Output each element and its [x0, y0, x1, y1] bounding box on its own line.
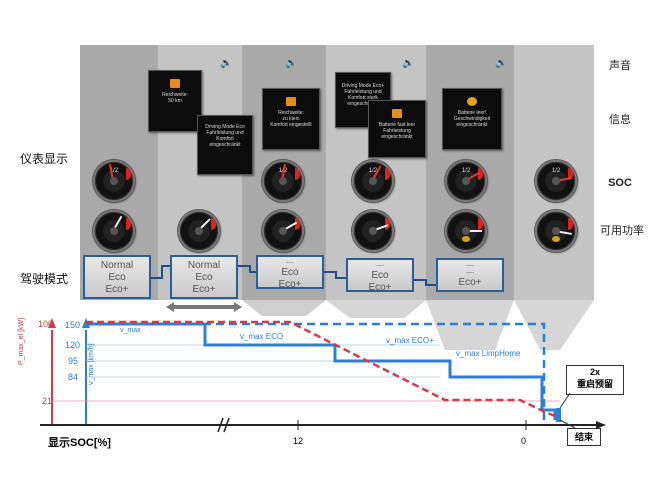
- p-axis-arrow: [48, 318, 56, 328]
- end-callout: 结束: [567, 428, 601, 446]
- speaker-icon: 🔈: [402, 58, 415, 69]
- mode-box-5: --------Eco+: [436, 258, 504, 292]
- warning-icon: [467, 97, 477, 106]
- label-soc: SOC: [608, 177, 632, 189]
- speaker-icon: 🔈: [220, 58, 233, 69]
- power-gauge: [535, 210, 577, 252]
- label-power: 可用功率: [600, 225, 644, 237]
- power-gauge: [445, 210, 487, 252]
- power-gauge: [93, 210, 135, 252]
- message-battery-empty: Batterie leer! Geschwindigkeit eingeschr…: [442, 88, 502, 150]
- soc-gauge: 1/2: [445, 160, 487, 202]
- v-tick-84: 84: [68, 372, 79, 382]
- fuel-warning-icon: [286, 97, 296, 106]
- power-curve: [86, 320, 561, 420]
- soc-tick-12: 12: [293, 436, 304, 446]
- message-battery-low: Batterie fast leer Fahrleistung eingesch…: [368, 100, 426, 158]
- v-tick-95: 95: [68, 356, 79, 366]
- axis-break: [217, 417, 230, 433]
- vmax-normal-curve: [86, 322, 546, 420]
- mode-connector: [151, 265, 170, 279]
- curve-label-ecoplus: v_max ECO+: [386, 336, 434, 345]
- message-eco-mode: Driving Mode Eco Fahrleistung und Komfor…: [197, 115, 253, 175]
- p-tick-21: 21: [42, 396, 53, 406]
- message-range-low: Reichweite: zu klein Komfort eingestellt: [262, 88, 320, 150]
- label-dashboard: 仪表显示: [20, 152, 69, 166]
- end-marker: [556, 408, 561, 422]
- power-gauge: [262, 210, 304, 252]
- p-tick-100: 100: [38, 319, 54, 329]
- curve-label-eco: v_max ECO: [240, 332, 284, 341]
- label-drive-mode: 驾驶模式: [20, 272, 69, 286]
- soc-gauge: 1/2: [535, 160, 577, 202]
- mode-connector: [414, 279, 436, 286]
- phase-link-2: [242, 300, 326, 316]
- speaker-icon: 🔈: [285, 58, 298, 69]
- mode-connector: [238, 265, 256, 273]
- soc-gauge: 1/2: [262, 160, 304, 202]
- power-gauge: [352, 210, 394, 252]
- message-range-50km: Reichweite: 50 km: [148, 70, 202, 132]
- v-tick-120: 120: [65, 340, 81, 350]
- battery-icon: [462, 236, 470, 242]
- mode-connector: [324, 271, 346, 279]
- restart-leader: [559, 392, 571, 409]
- battery-warning-icon: [392, 109, 402, 118]
- v-tick-150: 150: [65, 320, 81, 330]
- phase-link-5: [514, 300, 594, 350]
- soc-gauge: 1/2: [352, 160, 394, 202]
- restart-reserve-callout: 2x 重启预留: [566, 365, 624, 395]
- speaker-icon: 🔈: [495, 58, 508, 69]
- battery-icon: [552, 236, 560, 242]
- phase-link-3: [326, 300, 426, 318]
- x-axis-arrow: [596, 421, 606, 429]
- soc-tick-0: 0: [521, 436, 527, 446]
- power-gauge: [178, 210, 220, 252]
- label-sound: 声音: [609, 60, 631, 72]
- fuel-warning-icon: [170, 79, 180, 88]
- label-info: 信息: [609, 114, 631, 126]
- curve-label-limp: v_max LimpHome: [456, 349, 521, 358]
- soc-gauge: 1/2: [93, 160, 135, 202]
- end-leader: [559, 419, 576, 429]
- vmax-step-curve: [86, 322, 557, 420]
- curve-label-vmax: v_max: [120, 327, 141, 334]
- soc-axis-label: 显示SOC[%]: [48, 437, 111, 449]
- arrow-left-head: [166, 302, 174, 312]
- arrow-right-head: [234, 302, 242, 312]
